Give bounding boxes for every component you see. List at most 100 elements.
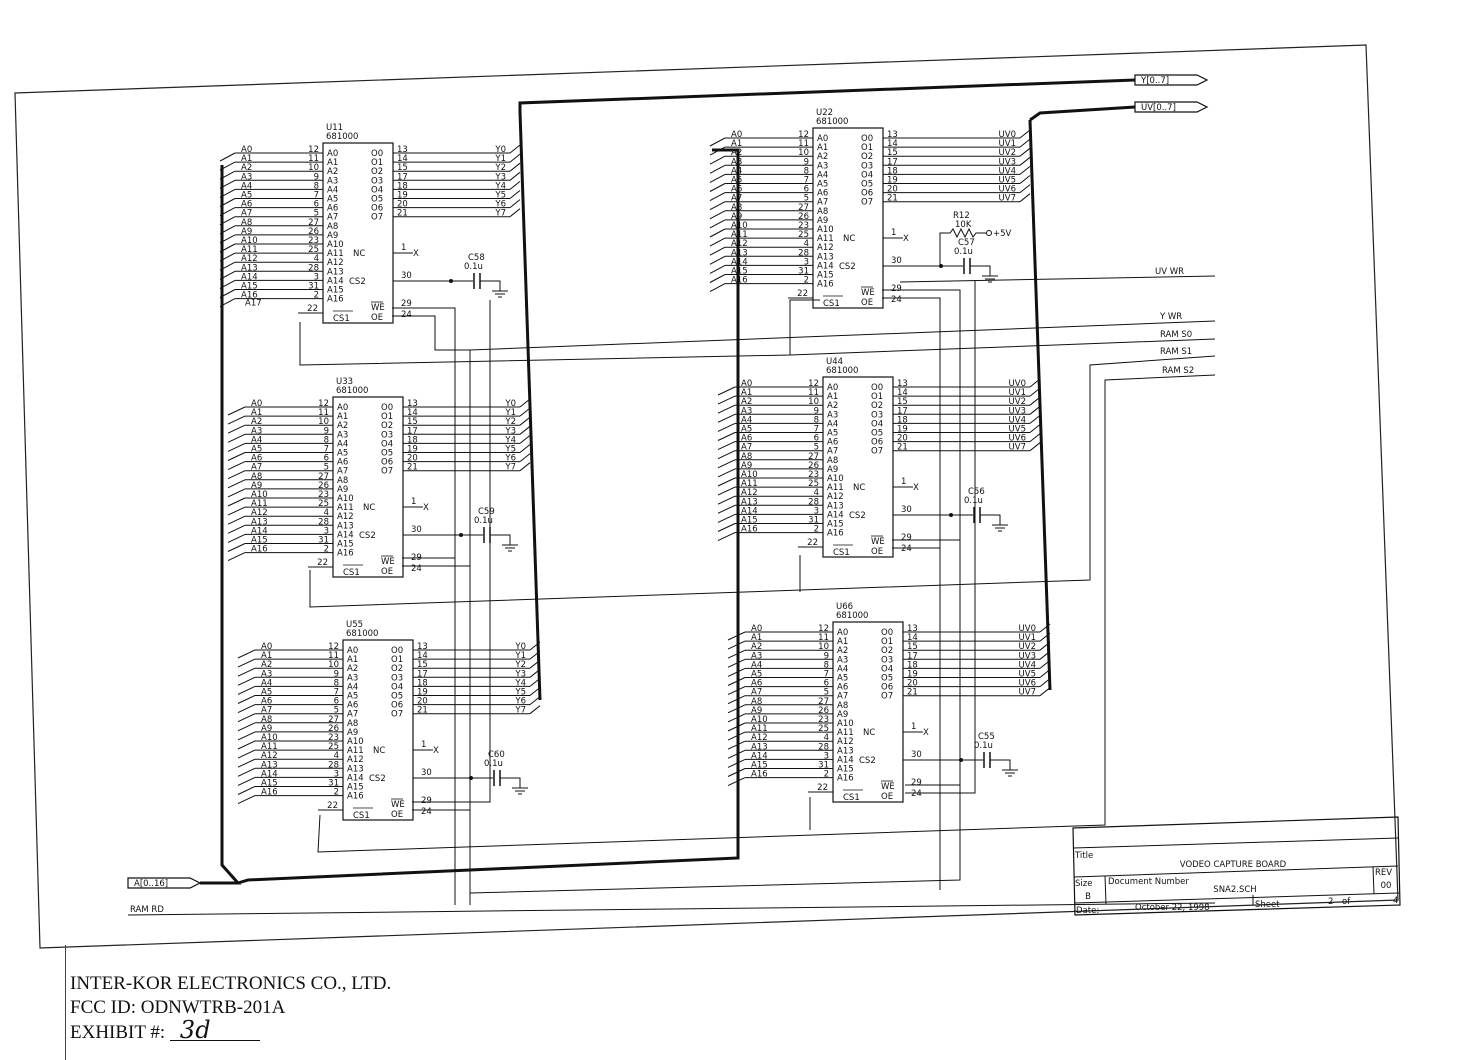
bus-entry xyxy=(227,543,246,552)
pin-number: 7 xyxy=(804,176,809,186)
net-label: UV0 xyxy=(1019,624,1036,634)
resistor-ref: R12 xyxy=(953,211,970,221)
net-label: A13 xyxy=(751,742,768,752)
bus-entry xyxy=(237,786,256,795)
net-label: A16 xyxy=(251,545,268,555)
pin-name: A8 xyxy=(337,476,348,486)
pin-number: 14 xyxy=(397,154,408,164)
bus-entry xyxy=(709,210,726,220)
pin-name: O4 xyxy=(371,185,383,195)
pin-number: 28 xyxy=(308,263,319,273)
pin-number: 18 xyxy=(407,435,418,445)
no-connect-mark: X xyxy=(923,728,929,738)
pin-number: 13 xyxy=(397,145,408,155)
bus-entry xyxy=(529,650,541,660)
pin-name: A0 xyxy=(337,403,348,413)
bus-entry xyxy=(227,470,246,480)
no-connect-mark: X xyxy=(423,503,429,513)
bus-entry xyxy=(1029,415,1041,424)
bus-entry xyxy=(709,219,726,229)
pin-name: CS1 xyxy=(843,793,860,803)
bus-entry xyxy=(717,413,736,423)
pin-number: 18 xyxy=(397,181,408,191)
pin-number: 29 xyxy=(911,778,922,788)
pin-number: 2 xyxy=(824,770,829,780)
bus-entry xyxy=(227,506,246,516)
pin-number: 26 xyxy=(798,212,809,222)
capacitor-ref: C55 xyxy=(978,732,995,742)
pin-number: 20 xyxy=(397,200,408,210)
net-label: A9 xyxy=(751,706,762,716)
chip-part-number: 681000 xyxy=(346,629,378,639)
bus-entry xyxy=(509,208,521,218)
pin-number: 26 xyxy=(308,227,319,237)
pin-number: 29 xyxy=(891,284,902,294)
pin-name: A12 xyxy=(327,258,344,268)
pin-number: 6 xyxy=(324,454,329,464)
bus-entry xyxy=(529,668,541,678)
pin-number: 8 xyxy=(814,415,819,425)
net-label: A0 xyxy=(741,379,752,389)
pin-number: 11 xyxy=(328,651,339,661)
bus-entry xyxy=(529,641,541,651)
pin-number: 18 xyxy=(907,660,918,670)
pin-number: 28 xyxy=(818,742,829,752)
bus-entry xyxy=(717,395,736,405)
pin-number: 30 xyxy=(401,271,412,281)
net-label: UV1 xyxy=(1009,388,1026,398)
pin-name: A1 xyxy=(337,412,348,422)
pin-number: 19 xyxy=(897,425,908,435)
pin-number: 26 xyxy=(318,481,329,491)
bus-entry xyxy=(709,192,726,202)
pin-number: 10 xyxy=(318,417,329,427)
net-label: A14 xyxy=(741,506,758,516)
pin-number: 29 xyxy=(411,553,422,563)
net-label: A16 xyxy=(741,525,758,535)
bus-entry xyxy=(709,146,726,156)
pin-name: A1 xyxy=(327,158,338,168)
pin-number: 30 xyxy=(911,750,922,760)
bus-entry xyxy=(237,740,256,750)
net-label: A7 xyxy=(731,194,742,204)
pin-name: A15 xyxy=(337,540,354,550)
chip-u55: U55681000A012A0A111A1A210A2A39A3A48A4A57… xyxy=(237,620,541,821)
pin-number: 25 xyxy=(808,479,819,489)
pin-number: 20 xyxy=(407,454,418,464)
uv-wr-wire xyxy=(899,275,1216,283)
pin-name: A13 xyxy=(347,764,364,774)
chip-ref: U66 xyxy=(836,602,853,612)
bus-entry xyxy=(709,283,726,293)
bus-entry xyxy=(237,704,256,714)
pin-name: CS1 xyxy=(353,811,370,821)
bus-entry xyxy=(237,731,256,741)
pin-name: NC xyxy=(853,483,865,493)
no-connect-mark: X xyxy=(413,249,419,259)
pin-name: A2 xyxy=(837,646,848,656)
pin-number: 8 xyxy=(324,435,329,445)
pin-name: A4 xyxy=(347,682,358,692)
net-label: A10 xyxy=(261,733,278,743)
pin-name: O6 xyxy=(381,458,393,468)
pin-name: A8 xyxy=(817,207,828,217)
pin-number: 3 xyxy=(324,526,329,536)
net-label: A15 xyxy=(261,779,278,789)
pin-name: OE xyxy=(371,313,383,323)
bus-entry xyxy=(219,279,236,289)
pin-number: 17 xyxy=(417,669,428,679)
bus-entry xyxy=(219,170,236,180)
address-bus-left xyxy=(200,165,242,885)
no-connect-mark: X xyxy=(433,746,439,756)
net-label: A2 xyxy=(751,642,762,652)
pin-name: O6 xyxy=(861,189,873,199)
pin-number: 14 xyxy=(417,651,428,661)
junction-dot xyxy=(459,533,463,537)
pin-number: 31 xyxy=(318,536,329,546)
bus-entry xyxy=(227,406,246,416)
net-label: A1 xyxy=(751,633,762,643)
net-label: A4 xyxy=(261,678,272,688)
bus-entry xyxy=(1039,678,1051,687)
bus-entry xyxy=(727,649,746,659)
bus-entry xyxy=(709,246,726,256)
